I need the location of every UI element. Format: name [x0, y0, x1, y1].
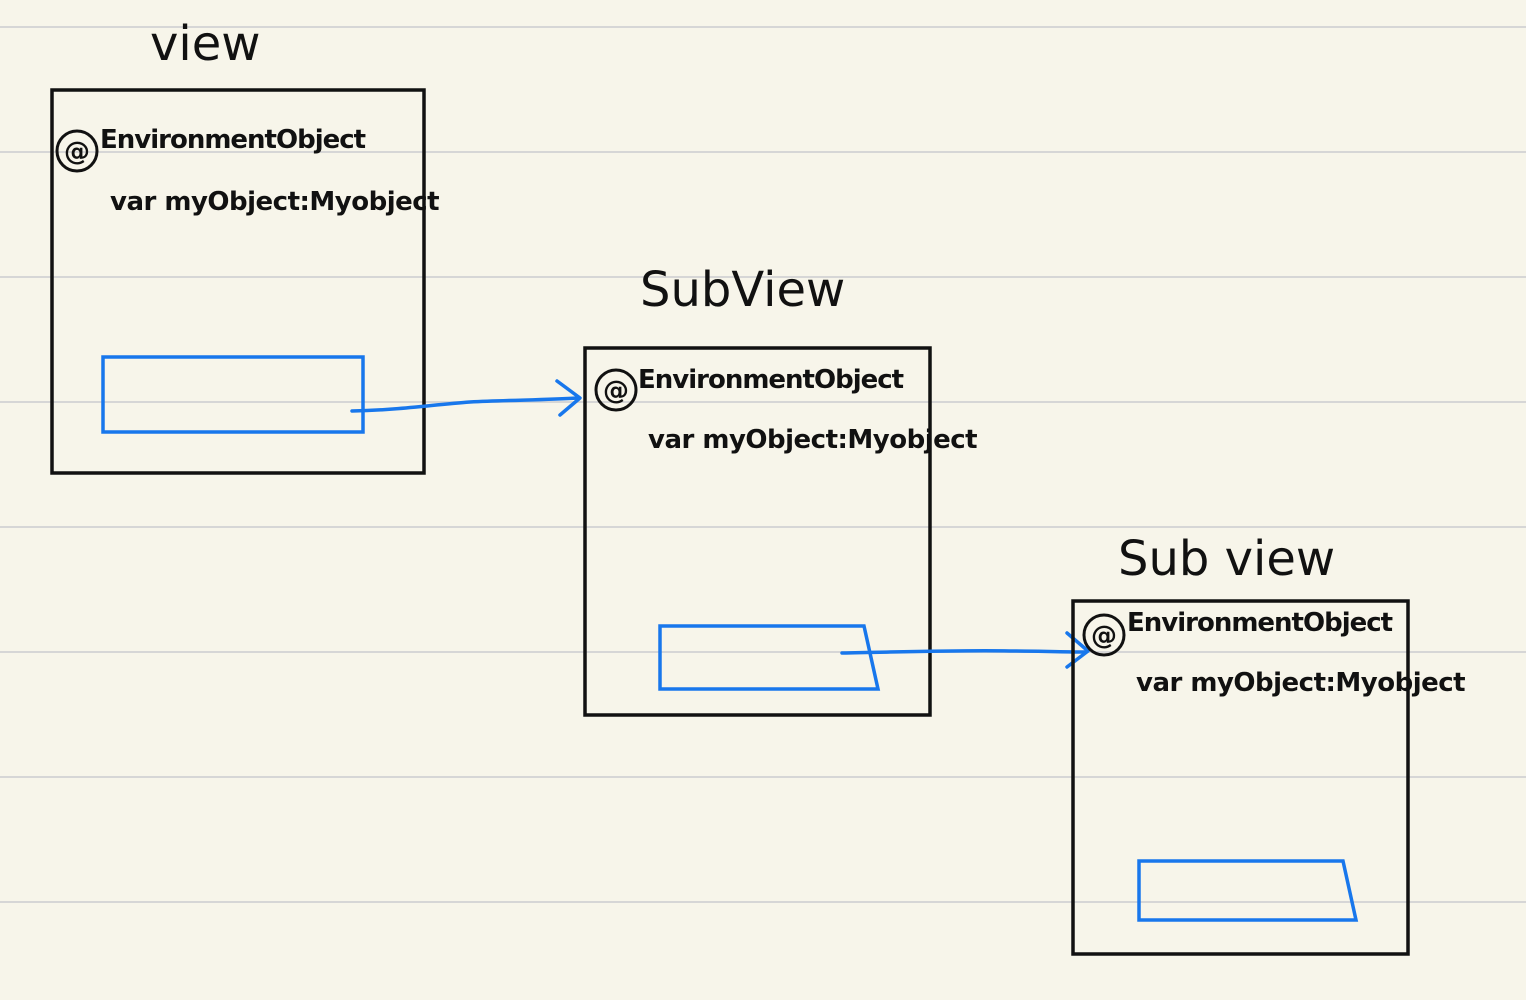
at-symbol: @ [603, 376, 628, 406]
declaration-label: var myObject:Myobject [648, 425, 977, 455]
view-box [50, 88, 426, 475]
arrow-head [555, 379, 582, 417]
declaration-label: var myObject:Myobject [1136, 668, 1465, 698]
arrow-view-to-subview [350, 396, 580, 413]
at-symbol: @ [64, 137, 89, 167]
at-symbol-ring [55, 129, 99, 173]
arrow-subview-to-subview [840, 648, 1087, 655]
view-box [583, 346, 932, 717]
view-title: Sub view [1118, 531, 1335, 587]
ruled-lines [0, 26, 1526, 903]
child-view-placeholder [101, 355, 365, 434]
view-title: SubView [640, 262, 845, 318]
view-node-root: view @ EnvironmentObject var myObject:My… [50, 16, 440, 475]
at-symbol-ring [1082, 613, 1126, 657]
annotation-label: EnvironmentObject [100, 125, 366, 155]
view-node-subview: SubView @ EnvironmentObject var myObject… [583, 262, 978, 717]
child-view-placeholder [658, 624, 881, 691]
annotation-label: EnvironmentObject [1127, 608, 1393, 638]
view-box [1071, 599, 1410, 956]
view-node-nested-subview: Sub view @ EnvironmentObject var myObjec… [1071, 531, 1466, 956]
view-title: view [150, 16, 261, 72]
at-symbol-ring [594, 368, 638, 412]
at-symbol: @ [1091, 621, 1116, 651]
child-view-placeholder [1137, 859, 1359, 922]
annotation-label: EnvironmentObject [638, 365, 904, 395]
declaration-label: var myObject:Myobject [110, 187, 439, 217]
